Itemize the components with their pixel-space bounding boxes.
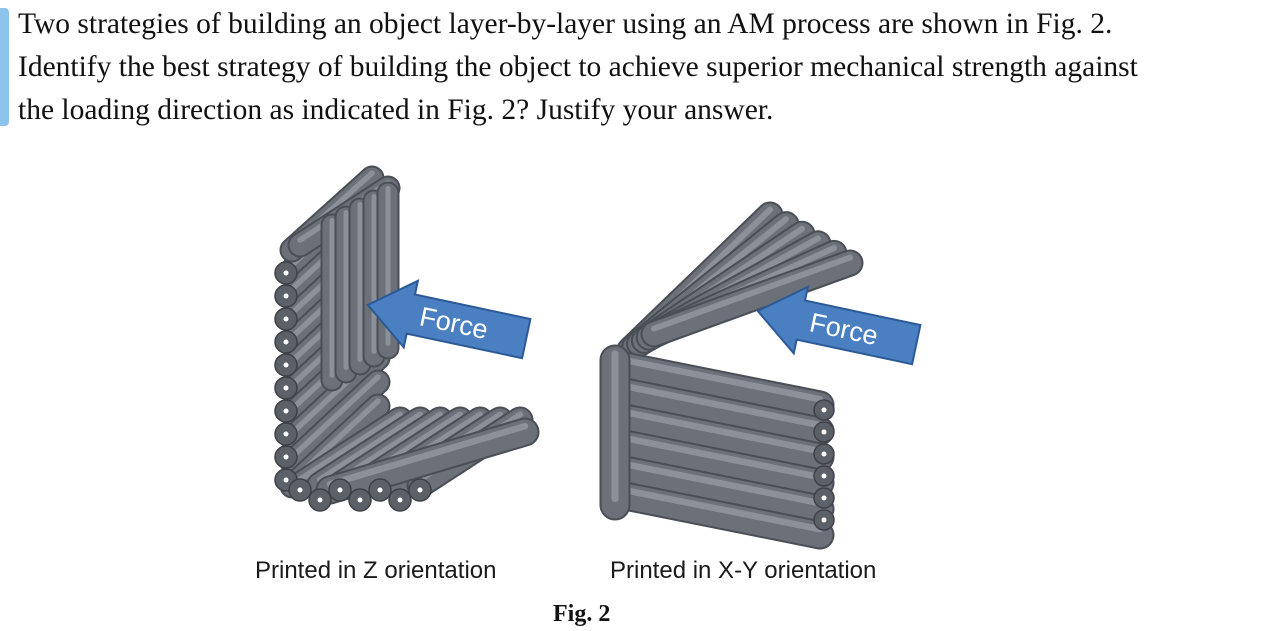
xy-lower-rod-1-highlight xyxy=(616,355,824,403)
xy-upper-arm-rods xyxy=(616,201,864,364)
z-vertical-rods xyxy=(279,165,401,499)
z-rod-endcaps xyxy=(274,261,432,512)
xy-endcap-3-core xyxy=(821,451,827,457)
xy-lower-rod-1 xyxy=(607,352,833,418)
xy-lower-rod-5 xyxy=(607,456,833,522)
z-wall-rod-9 xyxy=(281,371,389,473)
z-endcap-h-3-core xyxy=(337,487,343,493)
z-endcap-v-1-core xyxy=(283,270,289,276)
z-endcap-v-8-core xyxy=(283,431,289,437)
selection-edge-bar xyxy=(0,8,9,126)
z-wall-rod-9-highlight xyxy=(289,374,381,460)
z-endcap-v-4-core xyxy=(283,339,289,345)
z-endcap-v-9-core xyxy=(283,454,289,460)
xy-endcap-6-core xyxy=(821,517,827,523)
z-base-rod-front-highlight xyxy=(326,422,529,488)
z-endcap-v-5-core xyxy=(283,362,289,368)
caption-xy-orientation: Printed in X-Y orientation xyxy=(610,557,877,584)
xy-upper-rod-6 xyxy=(642,251,862,346)
z-endcap-v-2-core xyxy=(283,293,289,299)
z-endcap-v-3-core xyxy=(283,316,289,322)
question-text: Two strategies of building an object lay… xyxy=(18,3,1268,132)
force-arrow-left: Force xyxy=(366,279,532,360)
question-line-2: Identify the best strategy of building t… xyxy=(18,51,1138,83)
xy-lower-rod-2 xyxy=(607,378,833,444)
z-base-rod-2-highlight xyxy=(317,411,423,483)
xy-endcap-2-core xyxy=(821,429,827,435)
z-base-rod-front xyxy=(317,419,538,503)
z-endcap-v-10-core xyxy=(283,477,289,483)
xy-lower-rod-2-highlight xyxy=(616,381,824,429)
xy-endcap-5-core xyxy=(821,495,827,501)
xy-lower-rod-3 xyxy=(607,404,833,470)
z-endcap-h-2-core xyxy=(317,497,323,503)
force-arrow-right: Force xyxy=(756,285,922,366)
z-endcap-v-6-core xyxy=(283,385,289,391)
xy-lower-rod-5-highlight xyxy=(616,459,824,507)
xy-rod-endcaps xyxy=(813,399,835,531)
caption-z-orientation: Printed in Z orientation xyxy=(255,557,497,584)
z-orientation-object xyxy=(274,165,540,512)
xy-endcap-4-core xyxy=(821,473,827,479)
xy-lower-rod-6-highlight xyxy=(616,485,824,533)
z-endcap-h-5-core xyxy=(377,487,383,493)
xy-lower-rod-4-highlight xyxy=(616,433,824,481)
z-endcap-h-7-core xyxy=(417,487,423,493)
force-arrow-right-shape xyxy=(756,285,922,366)
figure-label: Fig. 2 xyxy=(553,601,611,627)
question-line-3: the loading direction as indicated in Fi… xyxy=(18,94,774,126)
z-base-rods xyxy=(286,406,540,505)
z-base-rod-1-highlight xyxy=(297,411,403,483)
xy-lower-rod-4 xyxy=(607,430,833,496)
xy-upper-rod-6-highlight xyxy=(651,254,853,332)
force-arrow-left-shape xyxy=(366,279,532,360)
z-endcap-h-1-core xyxy=(297,487,303,493)
z-endcap-v-7-core xyxy=(283,408,289,414)
z-endcap-h-6-core xyxy=(397,497,403,503)
xy-endcap-1-core xyxy=(821,407,827,413)
question-line-1: Two strategies of building an object lay… xyxy=(18,8,1113,40)
xy-orientation-object xyxy=(599,201,864,550)
xy-lower-rod-3-highlight xyxy=(616,407,824,455)
xy-lower-arm-rods xyxy=(599,344,835,550)
xy-lower-rod-6 xyxy=(607,482,833,548)
z-endcap-h-4-core xyxy=(357,497,363,503)
